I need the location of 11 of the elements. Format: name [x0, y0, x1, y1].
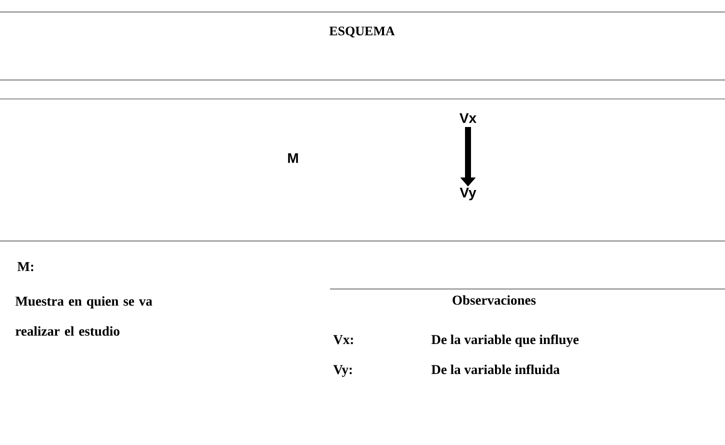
key-label: M: — [17, 262, 34, 272]
variable-label: Vy — [460, 188, 476, 200]
heading-text: Observaciones — [452, 295, 536, 305]
key-label: Vy: — [333, 365, 352, 377]
description-text: De la variable que influye — [431, 334, 579, 347]
variable-label: Vx — [460, 113, 476, 123]
sample-label: M — [288, 153, 298, 163]
title: ESQUEMA — [329, 26, 395, 38]
key-label: Vx: — [333, 335, 353, 344]
description-text: Muestra en quien se va realizar el estudio — [15, 296, 152, 336]
description-text: De la variable influida — [431, 364, 560, 374]
